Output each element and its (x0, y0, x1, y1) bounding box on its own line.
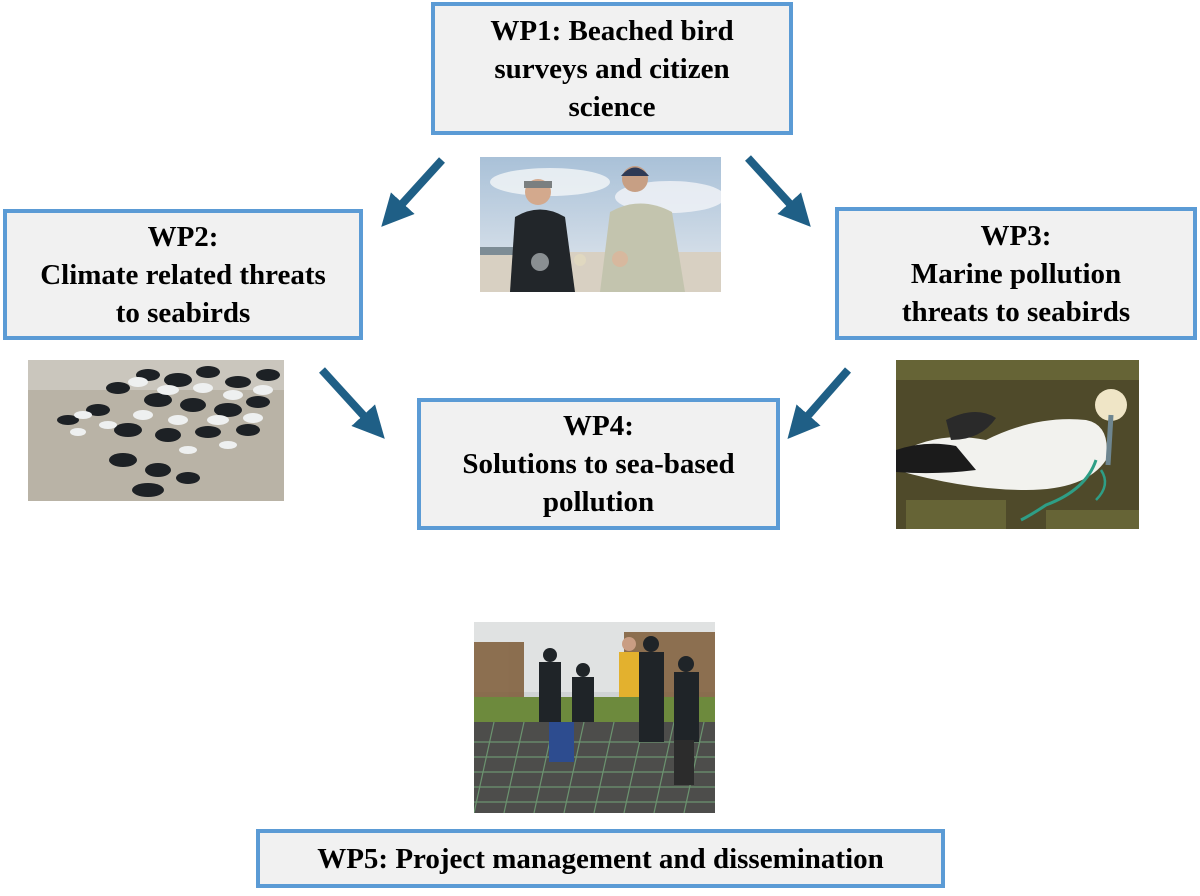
wp5-line-1: WP5: Project management and disseminatio… (317, 842, 884, 875)
wp5-box: WP5: Project management and disseminatio… (256, 829, 945, 888)
arrow-wp2-to-wp4 (319, 367, 385, 439)
wp2-line-2: Climate related threats (40, 258, 326, 291)
arrow-wp1-to-wp2 (381, 157, 445, 227)
wp3-line-1: WP3: (980, 219, 1052, 252)
wp2-line-3: to seabirds (115, 296, 251, 329)
wp3-line-2: Marine pollution (910, 257, 1122, 290)
wp3-line-3: threats to seabirds (901, 295, 1131, 328)
wp4-box: WP4: Solutions to sea-based pollution (417, 398, 780, 530)
photo-net-workshop (474, 622, 715, 813)
wp1-box: WP1: Beached bird surveys and citizen sc… (431, 2, 793, 135)
photo-beach-survey (480, 157, 721, 292)
wp4-line-3: pollution (542, 486, 655, 518)
wp3-box: WP3: Marine pollution threats to seabird… (835, 207, 1197, 340)
wp1-line-3: science (568, 90, 656, 123)
arrow-wp1-to-wp3 (745, 155, 811, 227)
wp1-line-1: WP1: Beached bird (490, 14, 734, 47)
photo-dead-seabirds (28, 360, 284, 501)
photo-gannet-entangled (896, 360, 1139, 529)
arrow-wp3-to-wp4 (787, 367, 852, 440)
wp4-line-2: Solutions to sea-based (462, 448, 735, 480)
wp4-line-1: WP4: (563, 410, 634, 442)
wp2-box: WP2: Climate related threats to seabirds (3, 209, 363, 340)
wp2-line-1: WP2: (147, 220, 219, 253)
wp1-line-2: surveys and citizen (494, 52, 730, 85)
